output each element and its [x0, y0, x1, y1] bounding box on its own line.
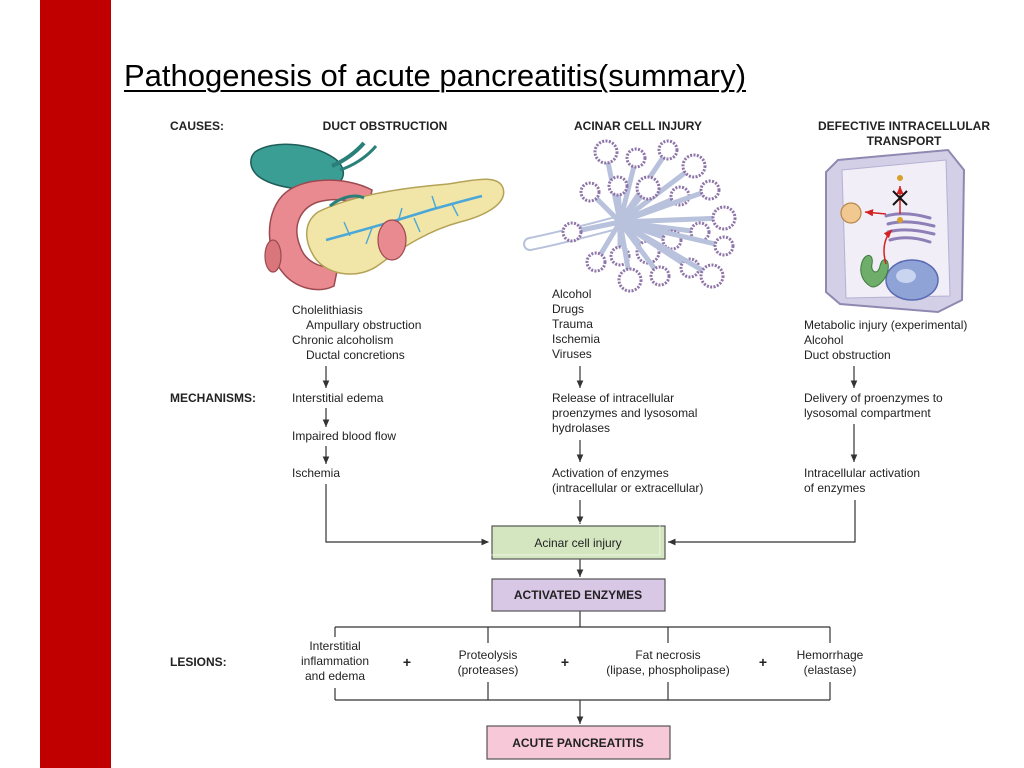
acinar-cause-3: Trauma	[552, 317, 593, 331]
acinar-cause-1: Alcohol	[552, 287, 591, 301]
acinus	[713, 235, 735, 257]
acinar-cause-2: Drugs	[552, 302, 584, 316]
acinus	[699, 263, 725, 289]
duct-mechanism-1: Interstitial edema	[292, 391, 384, 405]
cell-illustration	[825, 148, 966, 314]
acinar-branch	[619, 215, 725, 225]
accent-bar	[40, 0, 111, 768]
transport-mechanism-2-line-2: of enzymes	[804, 481, 865, 495]
acinar-cause-4: Ischemia	[552, 332, 600, 346]
lesion-4-line-1: Hemorrhage	[797, 648, 864, 662]
acinar-cell-injury-box: Acinar cell injury	[488, 521, 666, 560]
acinus	[593, 139, 619, 165]
acinar-branch	[619, 187, 711, 225]
acute-pancreatitis-box-label: ACUTE PANCREATITIS	[512, 736, 644, 750]
transport-header-line-1: DEFECTIVE INTRACELLULAR	[818, 119, 990, 133]
acinar-branch	[619, 219, 725, 249]
pancreatic-duct	[325, 194, 483, 242]
plus-sign-1: +	[403, 654, 411, 670]
bile-duct	[331, 141, 366, 168]
duodenum	[268, 179, 373, 291]
acinar-mechanism-1-line-2: proenzymes and lysosomal	[552, 406, 697, 420]
lesion-4-line-2: (elastase)	[804, 663, 857, 677]
acinar-cell-injury-header: ACINAR CELL INJURY	[574, 119, 702, 133]
lesion-3-line-1: Fat necrosis	[635, 648, 700, 662]
acinus	[649, 265, 671, 287]
flow-arrows	[322, 366, 858, 724]
acinar-cell-injury-box-label: Acinar cell injury	[534, 536, 621, 550]
acinar-branch	[617, 220, 663, 278]
acinus	[585, 251, 607, 273]
transport-header-line-2: TRANSPORT	[867, 134, 942, 148]
acinus	[579, 181, 601, 203]
duct-cause-4: Ductal concretions	[306, 348, 405, 362]
acinar-mechanism-2-line-1: Activation of enzymes	[552, 466, 669, 480]
acinar-illustration	[523, 139, 737, 293]
lesion-1-line-2: inflammation	[301, 654, 369, 668]
activated-enzymes-box: ACTIVATED ENZYMES	[491, 578, 666, 612]
lesion-1-line-3: and edema	[305, 669, 365, 683]
duct-cause-3: Chronic alcoholism	[292, 333, 393, 347]
zymogen-granule	[840, 202, 862, 224]
plus-sign-3: +	[759, 654, 767, 670]
duct-cause-2: Ampullary obstruction	[306, 318, 421, 332]
transport-mechanism-2-line-1: Intracellular activation	[804, 466, 920, 480]
acinus	[617, 267, 643, 293]
acinar-mechanism-1-line-1: Release of intracellular	[552, 391, 674, 405]
duct-mechanism-2: Impaired blood flow	[292, 429, 396, 443]
transport-cause-1: Metabolic injury (experimental)	[804, 318, 967, 332]
acinar-mechanism-1-line-3: hydrolases	[552, 421, 610, 435]
acinus	[607, 175, 629, 197]
causes-label: CAUSES:	[170, 119, 224, 133]
acinus	[561, 221, 583, 243]
lesion-1-line-1: Interstitial	[309, 639, 360, 653]
acinar-mechanism-2-line-2: (intracellular or extracellular)	[552, 481, 703, 495]
acinus	[625, 147, 647, 169]
transport-mechanism-1-line-1: Delivery of proenzymes to	[804, 391, 943, 405]
plus-sign-2: +	[561, 654, 569, 670]
blocked-transport-x-icon	[892, 190, 908, 206]
golgi-apparatus	[884, 212, 936, 244]
duct-obstruction-header: DUCT OBSTRUCTION	[323, 119, 448, 133]
duct-cause-1: Cholelithiasis	[292, 303, 363, 317]
acinar-branch	[618, 219, 714, 279]
duct-mechanism-3: Ischemia	[292, 466, 340, 480]
acinus	[657, 139, 679, 161]
acute-pancreatitis-box: ACUTE PANCREATITIS	[486, 725, 671, 760]
acinar-branch	[617, 157, 639, 223]
acinus	[711, 205, 737, 231]
transport-mechanism-1-line-2: lysosomal compartment	[804, 406, 931, 420]
acinar-cause-5: Viruses	[552, 347, 592, 361]
slide-title: Pathogenesis of acute pancreatitis(summa…	[124, 58, 747, 93]
lesion-2-line-1: Proteolysis	[459, 648, 518, 662]
lysosome	[897, 175, 903, 181]
lesion-2-line-2: (proteases)	[458, 663, 519, 677]
pancreas-illustration	[250, 141, 505, 291]
acinus	[635, 175, 661, 201]
lesion-3-line-2: (lipase, phospholipase)	[606, 663, 729, 677]
lesions-label: LESIONS:	[170, 655, 227, 669]
transport-cause-2: Alcohol	[804, 333, 843, 347]
acinus	[699, 179, 721, 201]
activated-enzymes-box-label: ACTIVATED ENZYMES	[514, 588, 642, 602]
mechanisms-label: MECHANISMS:	[170, 391, 256, 405]
acinus	[681, 153, 707, 179]
transport-cause-3: Duct obstruction	[804, 348, 891, 362]
